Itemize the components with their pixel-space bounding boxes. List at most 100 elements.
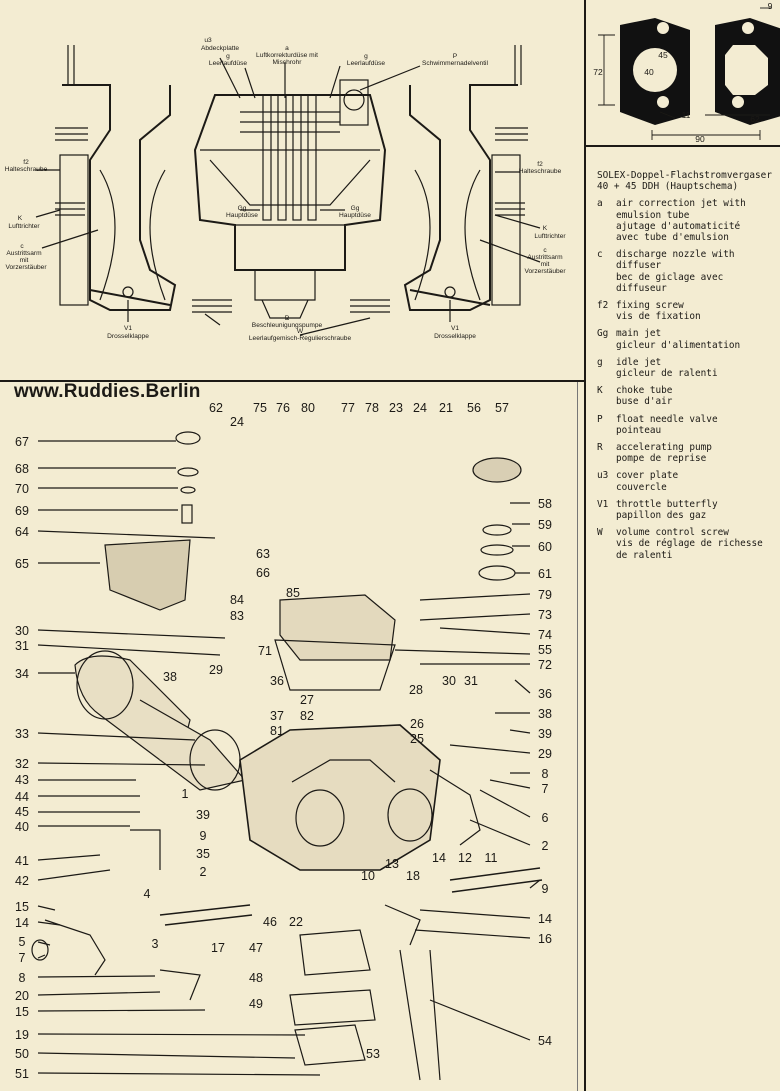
vertical-divider — [584, 0, 586, 1091]
part-number: 8 — [19, 971, 26, 985]
part-number: 22 — [289, 915, 303, 929]
part-number: 26 — [410, 717, 424, 731]
label-u3-text: Abdeckplatte — [201, 45, 239, 52]
part-number: 63 — [256, 547, 270, 561]
part-number: 13 — [385, 857, 399, 871]
part-number: 38 — [538, 707, 552, 721]
legend-text: cover plate couvercle — [616, 470, 679, 493]
part-number: 3 — [152, 937, 159, 951]
label-k-left-text: Lufttrichter — [8, 223, 40, 230]
part-number: 74 — [538, 628, 552, 642]
part-number: 5 — [19, 935, 26, 949]
part-number: 50 — [15, 1047, 29, 1061]
part-number: 71 — [258, 644, 272, 658]
legend-entry: P float needle valve pointeau — [597, 414, 777, 436]
part-number: 29 — [538, 747, 552, 761]
legend-code: f2 — [597, 300, 609, 312]
label-a-code: a — [285, 45, 289, 52]
part-number: 66 — [256, 566, 270, 580]
label-c-left-text3: Vorzerstäuber — [5, 264, 47, 271]
legend-code: R — [597, 442, 603, 454]
part-number: 25 — [410, 732, 424, 746]
part-number: 47 — [249, 941, 263, 955]
part-number: 24 — [230, 415, 244, 429]
part-number: 48 — [249, 971, 263, 985]
top-number-row: 62 75 76 80 77 78 23 24 21 56 57 24 — [209, 401, 509, 429]
gasket-dim-62: 62 — [750, 114, 760, 124]
legend-entry: u3 cover plate couvercle — [597, 470, 777, 492]
label-c-right-text3: Vorzerstäuber — [524, 268, 566, 275]
label-r-text: Beschleunigungspumpe — [252, 322, 323, 329]
label-c-left-code: c — [20, 243, 24, 250]
legend-entry: a air correction jet with emulsion tube … — [597, 198, 777, 243]
label-g-right-text: Leerlaufdüse — [347, 60, 385, 67]
gasket-dim-11: 11 — [682, 110, 691, 120]
label-c-right-code: c — [543, 247, 547, 254]
label-g-left-text: Leerlaufdüse — [209, 60, 247, 67]
right-number-column: 58 59 60 61 79 73 74 72 36 38 39 29 8 7 … — [538, 497, 552, 1048]
legend-title: SOLEX-Doppel-Flachstromvergaser 40 + 45 … — [597, 170, 777, 192]
part-number: 70 — [15, 482, 29, 496]
legend-text: idle jet gicleur de ralenti — [616, 356, 718, 380]
legend-text: choke tube buse d'air — [616, 385, 673, 408]
part-number: 82 — [300, 709, 314, 723]
part-number: 57 — [495, 401, 509, 415]
part-number: 16 — [538, 932, 552, 946]
part-number: 32 — [15, 757, 29, 771]
part-number: 62 — [209, 401, 223, 415]
gasket-dim-40: 40 — [644, 67, 654, 77]
legend-entry: Gg main jet gicleur d'alimentation — [597, 328, 777, 350]
part-number: 7 — [19, 951, 26, 965]
part-number: 80 — [301, 401, 315, 415]
part-number: 15 — [15, 1005, 29, 1019]
label-c-left-text1: Austrittsarm — [6, 250, 42, 257]
part-number: 18 — [406, 869, 420, 883]
label-r-code: R — [285, 315, 290, 322]
part-number: 9 — [542, 882, 549, 896]
label-a-text2: Mischrohr — [273, 59, 303, 66]
part-number: 38 — [163, 670, 177, 684]
part-number: 10 — [361, 869, 375, 883]
label-p-text: Schwimmernadelventil — [422, 60, 488, 67]
legend-text: accelerating pump pompe de reprise — [616, 442, 712, 465]
gasket-drawings: 9 72 40 45 11 90 62 — [593, 1, 780, 144]
legend-entry: W volume control screw vis de réglage de… — [597, 527, 777, 561]
site-url: www.Ruddies.Berlin — [14, 381, 201, 402]
legend: SOLEX-Doppel-Flachstromvergaser 40 + 45 … — [597, 170, 777, 567]
label-v1-left-text: Drosselklappe — [107, 333, 149, 340]
part-number: 20 — [15, 989, 29, 1003]
legend-code: W — [597, 527, 603, 539]
legend-entry: K choke tube buse d'air — [597, 385, 777, 407]
legend-title-line1: SOLEX-Doppel-Flachstromvergaser — [597, 170, 772, 181]
part-number: 35 — [196, 847, 210, 861]
part-number: 23 — [389, 401, 403, 415]
legend-text: throttle butterfly papillon des gaz — [616, 498, 718, 522]
part-number: 29 — [209, 663, 223, 677]
part-number: 73 — [538, 608, 552, 622]
label-k-right-text: Lufttrichter — [534, 233, 566, 240]
label-k-right-code: K — [543, 225, 548, 232]
gasket-dim-90: 90 — [695, 134, 705, 144]
part-number: 67 — [15, 435, 29, 449]
legend-title-line2: 40 + 45 DDH (Hauptschema) — [597, 181, 739, 193]
part-number: 58 — [538, 497, 552, 511]
part-number: 19 — [15, 1028, 29, 1042]
part-number: 54 — [538, 1034, 552, 1048]
part-number: 45 — [15, 805, 29, 819]
part-number: 46 — [263, 915, 277, 929]
part-number: 83 — [230, 609, 244, 623]
legend-text: discharge nozzle with diffuser bec de gi… — [616, 249, 735, 294]
part-number: 30 — [15, 624, 29, 638]
label-gg-right-text: Hauptdüse — [339, 212, 371, 219]
legend-code: u3 — [597, 470, 609, 482]
label-f2-right-code: f2 — [537, 161, 543, 168]
legend-code: g — [597, 356, 603, 368]
part-number: 75 — [253, 401, 267, 415]
part-number: 42 — [15, 874, 29, 888]
part-number: 36 — [270, 674, 284, 688]
label-v1-left-code: V1 — [124, 325, 132, 332]
part-number: 69 — [15, 504, 29, 518]
label-a-text1: Luftkorrekturdüse mit — [256, 52, 318, 59]
part-number: 6 — [542, 811, 549, 825]
